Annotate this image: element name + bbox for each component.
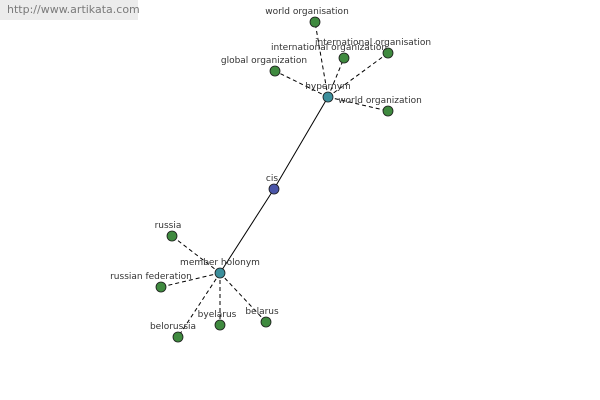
label-russian-federation: russian federation <box>110 272 192 282</box>
label-cis: cis <box>266 174 278 184</box>
edge-holonym-russia <box>171 235 221 274</box>
node-member-holonym[interactable] <box>214 267 226 279</box>
label-global-organization: global organization <box>221 56 307 66</box>
node-hypernym[interactable] <box>322 91 334 103</box>
label-belorussia: belorussia <box>150 322 196 332</box>
label-international-organisation: international organisation <box>315 38 431 48</box>
label-world-organisation: world organisation <box>265 7 349 17</box>
edge-cis-holonym <box>219 188 275 274</box>
node-belarus[interactable] <box>260 316 272 328</box>
edge-hypernym-world-organisation <box>314 21 329 98</box>
node-russian-federation[interactable] <box>155 281 167 293</box>
node-cis[interactable] <box>268 183 280 195</box>
edge-cis-hypernym <box>273 96 329 190</box>
edge-holonym-belorussia <box>177 272 221 338</box>
label-member-holonym: member holonym <box>180 258 260 268</box>
node-belorussia[interactable] <box>172 331 184 343</box>
label-international-organization: international organization <box>271 43 387 53</box>
node-world-organization[interactable] <box>382 105 394 117</box>
edge-hypernym-international-organisation <box>327 52 389 98</box>
label-hypernym: hypernym <box>305 82 351 92</box>
edge-holonym-belarus <box>219 272 267 323</box>
node-international-organization[interactable] <box>338 52 350 64</box>
node-world-organisation[interactable] <box>309 16 321 28</box>
label-byelarus: byelarus <box>198 310 237 320</box>
edge-hypernym-global-organization <box>274 70 329 98</box>
edge-hypernym-international-organization <box>327 57 345 98</box>
edge-hypernym-world-organization <box>327 96 389 112</box>
label-belarus: belarus <box>245 307 279 317</box>
node-russia[interactable] <box>166 230 178 242</box>
node-byelarus[interactable] <box>214 319 226 331</box>
label-russia: russia <box>155 221 182 231</box>
node-global-organization[interactable] <box>269 65 281 77</box>
node-international-organisation[interactable] <box>382 47 394 59</box>
label-world-organization: world organization <box>338 96 422 106</box>
edge-holonym-russian-federation <box>160 272 221 288</box>
watermark-url: http://www.artikata.com <box>0 0 140 20</box>
